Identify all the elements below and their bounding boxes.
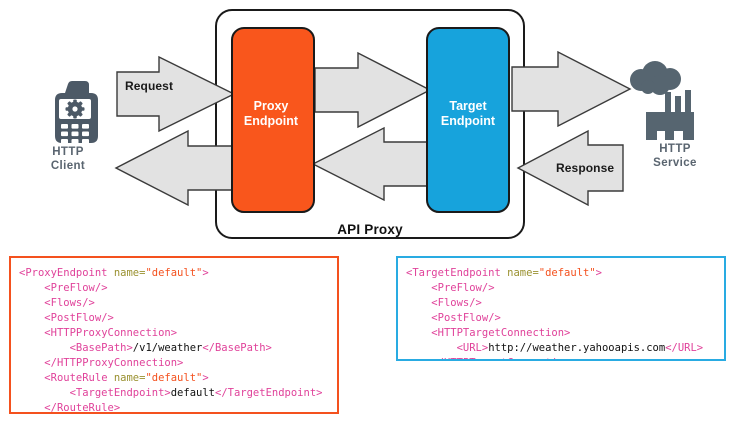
http-service-icon [630,61,694,140]
code-token-val: "default" [538,267,596,279]
code-token-txt [19,342,70,354]
proxy-to-target-arrow [314,51,432,129]
code-token-txt: default [170,387,215,399]
code-token-tag: <URL> [456,342,489,354]
code-token-tag: <TargetEndpoint> [69,387,171,399]
code-token-txt: http://weather.yahooapis.com [488,342,666,354]
code-token-txt [19,372,44,384]
code-line: <TargetEndpoint name="default"> [406,266,724,281]
code-token-tag: <TargetEndpoint [406,267,508,279]
code-token-txt [406,327,431,339]
http-client-label: HTTP Client [50,146,86,172]
code-token-txt [19,312,44,324]
code-token-tag: </RouteRule> [44,402,121,414]
target-to-service-arrow [511,50,632,128]
code-token-tag: </URL> [665,342,704,354]
code-line: </HTTPProxyConnection> [19,356,337,371]
code-token-val: "default" [145,267,203,279]
code-token-txt [19,357,44,369]
response-arrow [516,129,624,207]
code-token-attr: name= [113,267,146,279]
code-token-tag: <HTTPTargetConnection> [431,327,571,339]
code-token-txt [406,282,431,294]
request-flow-label: Request [125,79,174,93]
code-token-attr: name= [113,372,146,384]
code-token-tag: </HTTPProxyConnection> [44,357,184,369]
code-token-tag: </BasePath> [202,342,272,354]
code-token-txt [406,297,431,309]
code-line: <PreFlow/> [19,281,337,296]
proxy-to-client-arrow [114,129,233,207]
factory-icon [646,90,694,140]
code-line: <Flows/> [19,296,337,311]
code-token-txt [19,282,44,294]
target-to-proxy-arrow [311,126,429,202]
code-token-tag: > [595,267,602,279]
code-line: <PostFlow/> [406,311,724,326]
code-line: </RouteRule> [19,401,337,414]
http-service-label: HTTP Service [653,143,697,169]
code-line: <URL>http://weather.yahooapis.com</URL> [406,341,724,356]
code-token-tag: <PreFlow/> [431,282,495,294]
api-proxy-label: API Proxy [337,222,403,237]
code-token-txt [19,327,44,339]
code-token-txt [406,357,431,359]
proxy-endpoint-box[interactable] [231,27,315,213]
code-token-txt [406,312,431,324]
code-token-txt [19,387,70,399]
code-line: <ProxyEndpoint name="default"> [19,266,337,281]
target-endpoint-code-block: <TargetEndpoint name="default"> <PreFlow… [396,256,726,361]
code-line: </HTTPTargetConnection> [406,356,724,359]
code-token-txt [406,342,457,354]
proxy-endpoint-code-block: <ProxyEndpoint name="default"> <PreFlow/… [9,256,339,414]
code-token-attr: name= [507,267,539,279]
code-token-txt [19,297,44,309]
code-token-txt [19,402,44,412]
cloud-icon [630,61,681,95]
code-token-tag: </TargetEndpoint> [215,387,323,399]
code-token-tag: > [202,372,209,384]
request-arrow [116,55,236,133]
code-line: <PostFlow/> [19,311,337,326]
code-token-tag: <BasePath> [69,342,133,354]
code-line: <HTTPTargetConnection> [406,326,724,341]
code-line: <TargetEndpoint>default</TargetEndpoint> [19,386,337,401]
code-line: <HTTPProxyConnection> [19,326,337,341]
code-token-tag: <PostFlow/> [431,312,501,324]
target-endpoint-label: Target Endpoint [440,99,496,128]
code-token-tag: <Flows/> [431,297,482,309]
code-token-tag: <PostFlow/> [44,312,114,324]
code-token-tag: > [202,267,209,279]
code-line: <BasePath>/v1/weather</BasePath> [19,341,337,356]
code-token-txt: /v1/weather [132,342,203,354]
code-token-tag: </HTTPTargetConnection> [431,357,576,359]
code-token-tag: <HTTPProxyConnection> [44,327,178,339]
code-line: <RouteRule name="default"> [19,371,337,386]
proxy-endpoint-label: Proxy Endpoint [243,99,299,128]
code-line: <PreFlow/> [406,281,724,296]
response-flow-label: Response [556,161,615,175]
target-endpoint-box[interactable] [426,27,510,213]
code-line: <Flows/> [406,296,724,311]
code-token-tag: <Flows/> [44,297,95,309]
code-token-tag: <RouteRule [44,372,114,384]
code-token-val: "default" [145,372,203,384]
code-token-tag: <PreFlow/> [44,282,108,294]
code-token-tag: <ProxyEndpoint [19,267,114,279]
http-client-icon [55,81,98,144]
api-proxy-diagram [55,9,694,239]
